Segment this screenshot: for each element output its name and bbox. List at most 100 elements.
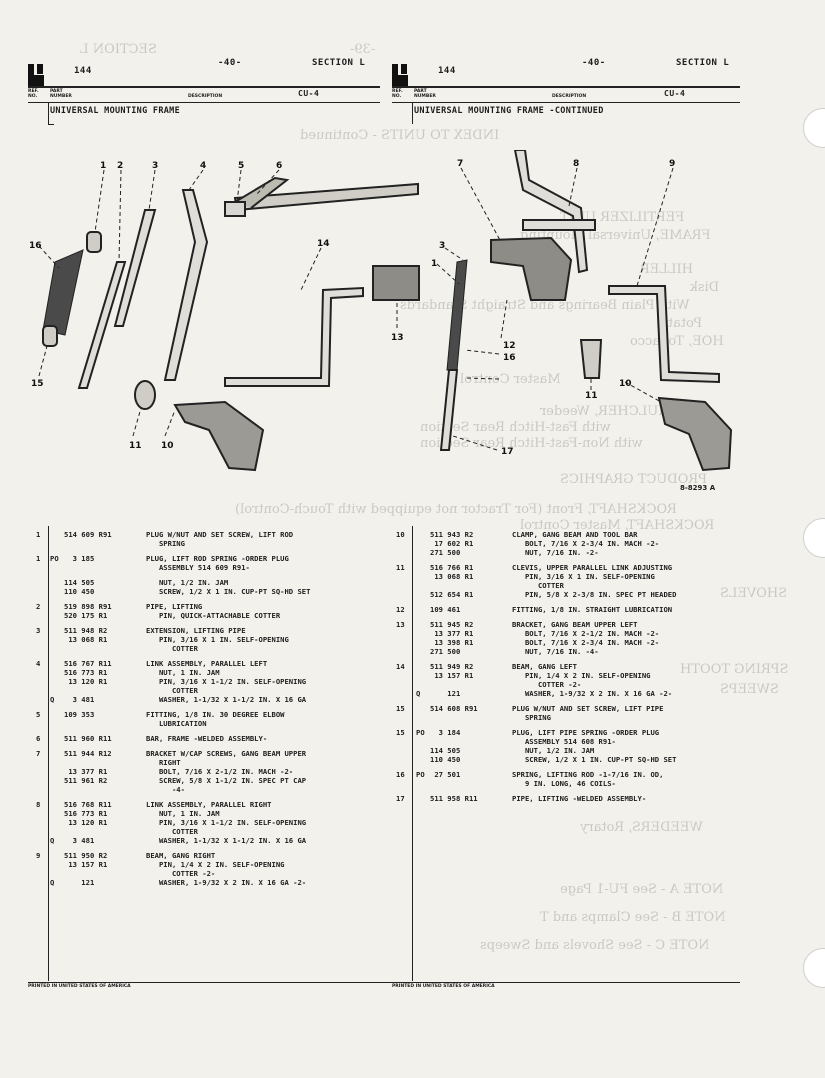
part-ref-number xyxy=(36,836,50,845)
part-prefix xyxy=(416,638,430,647)
col-ref-header: REF. NO. xyxy=(28,89,39,99)
part-prefix xyxy=(416,704,430,722)
code-label: CU-4 xyxy=(664,89,686,98)
part-ref-number: 6 xyxy=(36,734,41,743)
col-desc-header: DESCRIPTION xyxy=(188,94,223,99)
part-number: 511 961 R2 xyxy=(64,776,108,785)
part-description: NUT, 1 IN. JAM xyxy=(146,809,220,818)
part-prefix xyxy=(50,635,64,653)
parts-row: 511 961 R2 SCREW, 5/8 X 1-1/2 IN. SPEC P… xyxy=(36,776,406,794)
part-ref-number xyxy=(36,587,50,596)
part-number: 13 398 R1 xyxy=(430,638,474,647)
parts-row: 17 602 R1 BOLT, 7/16 X 2-3/4 IN. MACH -2… xyxy=(396,539,744,548)
part-number: 519 898 R91 xyxy=(64,602,112,611)
part-ref-number: 3 xyxy=(36,626,41,635)
part-ref-number xyxy=(36,635,50,653)
callout-6: 6 xyxy=(276,161,282,171)
ghost-line: NOTE C - See Shovels and Sweeps xyxy=(480,938,710,953)
part-prefix xyxy=(50,602,64,611)
part-number: 17 602 R1 xyxy=(430,539,474,548)
part-number: 3 481 xyxy=(64,695,95,704)
parts-list-left: 1 514 609 R91 PLUG W/NUT AND SET SCREW, LI… xyxy=(36,530,406,887)
part-number: 514 609 R91 xyxy=(64,530,112,539)
part-prefix xyxy=(416,620,430,629)
part-description: BEAM, GANG RIGHT xyxy=(146,851,216,860)
part-description: NUT, 1/2 IN. JAM xyxy=(512,746,595,755)
parts-row: 110 450 SCREW, 1/2 X 1 IN. CUP-PT SQ-HD … xyxy=(36,587,406,596)
part-prefix xyxy=(416,539,430,548)
part-ref-number: 14 xyxy=(396,662,405,671)
parts-row: Q 3 481 WASHER, 1-1/32 X 1-1/2 IN. X 16 … xyxy=(36,695,406,704)
part-number: 114 505 xyxy=(430,746,461,755)
part-number: 512 654 R1 xyxy=(430,590,474,599)
part-ref-number xyxy=(36,767,50,776)
punch-hole xyxy=(803,108,825,148)
part-number: 514 608 R91 xyxy=(430,704,478,713)
ghost-page: -39- xyxy=(350,42,376,57)
part-number: 13 377 R1 xyxy=(64,767,108,776)
header-left: 144 -40- SECTION L REF. NO. PART NUMBER … xyxy=(28,56,380,120)
part-prefix xyxy=(50,677,64,695)
part-description: PIN, QUICK-ATTACHABLE COTTER xyxy=(146,611,281,620)
part-number: 13 068 R1 xyxy=(64,635,108,644)
callout-14: 14 xyxy=(317,239,330,249)
parts-row: 110 450 SCREW, 1/2 X 1 IN. CUP-PT SQ-HD … xyxy=(396,755,744,764)
part-number: 110 450 xyxy=(64,587,95,596)
part-prefix xyxy=(416,590,430,599)
punch-hole xyxy=(803,948,825,988)
parts-row: 114 505 NUT, 1/2 IN. JAM xyxy=(36,578,406,587)
parts-row: Q 3 481 WASHER, 1-1/32 X 1-1/2 IN. X 16 … xyxy=(36,836,406,845)
callout-15: 15 xyxy=(31,379,44,389)
parts-row: 516 773 R1 NUT, 1 IN. JAM xyxy=(36,668,406,677)
part-ref-number xyxy=(396,689,416,698)
ghost-line: NOTE B - See Clamps and T xyxy=(540,910,726,925)
part-ref-number: 11 xyxy=(396,563,405,572)
part-prefix xyxy=(50,800,64,809)
parts-row: 13 157 R1 PIN, 1/4 X 2 IN. SELF-OPENING … xyxy=(36,860,406,878)
part-description: PIPE, LIFTING xyxy=(146,602,203,611)
part-prefix xyxy=(50,809,64,818)
part-description: WASHER, 1-9/32 X 2 IN. X 16 GA -2- xyxy=(512,689,673,698)
callout-5: 5 xyxy=(238,161,244,171)
part-ref-number xyxy=(36,677,50,695)
ghost-line: NOTE A - See FU-1 Page xyxy=(560,882,724,897)
part-ref-number: 10 xyxy=(396,530,405,539)
part-ref-number xyxy=(36,611,50,620)
callout-8: 8 xyxy=(573,159,579,169)
callout-1: 1 xyxy=(100,161,106,171)
punch-hole xyxy=(803,518,825,558)
part-prefix: Q xyxy=(50,836,55,845)
footer-right: PRINTED IN UNITED STATES OF AMERICA xyxy=(392,984,495,989)
part-description: PIN, 1/4 X 2 IN. SELF-OPENING COTTER -2- xyxy=(158,860,285,878)
part-prefix xyxy=(50,734,64,743)
part-ref-number: 15 xyxy=(396,704,405,713)
part-prefix xyxy=(50,860,64,878)
part-number: 121 xyxy=(64,878,95,887)
part-number: 3 185 xyxy=(64,554,95,563)
page-number: 144 xyxy=(438,66,456,76)
part-prefix xyxy=(50,659,64,668)
callout-3: 3 xyxy=(152,161,158,171)
part-description: EXTENSION, LIFTING PIPE xyxy=(146,626,246,635)
part-prefix xyxy=(416,548,430,557)
part-prefix xyxy=(50,530,64,548)
parts-row: 13 157 R1 PIN, 1/4 X 2 IN. SELF-OPENING … xyxy=(396,671,744,689)
part-ref-number xyxy=(396,755,416,764)
part-ref-number xyxy=(36,809,50,818)
parts-row: 271 500 NUT, 7/16 IN. -4- xyxy=(396,647,744,656)
part-description: PLUG W/NUT AND SET SCREW, LIFT ROD SPRIN… xyxy=(146,530,294,548)
part-ref-number: 1 xyxy=(36,554,41,563)
part-number: 511 944 R12 xyxy=(64,749,112,758)
part-prefix xyxy=(50,626,64,635)
part-number: 511 943 R2 xyxy=(430,530,474,539)
callout-10-right: 10 xyxy=(619,379,632,389)
